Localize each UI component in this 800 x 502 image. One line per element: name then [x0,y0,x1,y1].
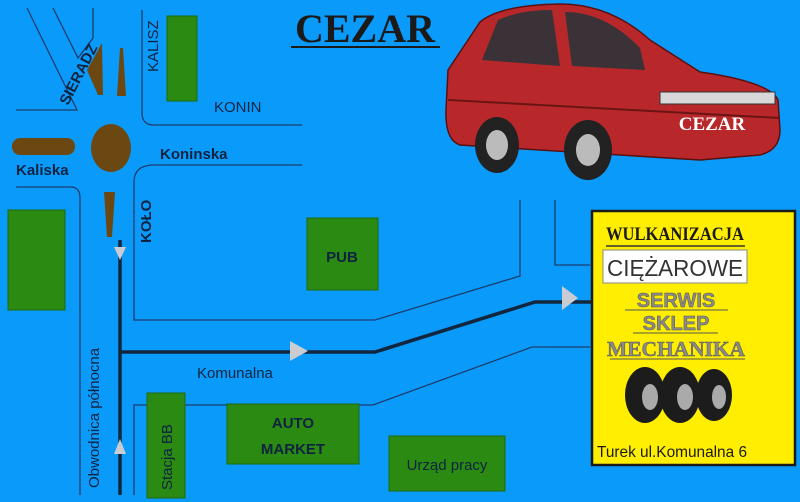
arrow-right-icon [290,341,308,361]
label-stacja: Stacja BB [159,424,176,490]
road-koninska [133,164,521,321]
roads [16,7,590,495]
car-illustration: CEZAR [445,3,781,180]
arrow-up-icon [114,439,126,454]
building-west [7,209,66,311]
sign-ciezarowe: CIĘŻAROWE [607,255,743,281]
island-north-triangle [87,43,103,95]
sign-mechanika: MECHANIKA [607,337,746,361]
sign-serwis: SERWIS [637,290,716,312]
island-south-spike [104,192,115,237]
car-plate: CEZAR [679,114,746,135]
arrow-down-icon [114,247,126,260]
road-north [52,7,94,60]
label-obwodnica: Obwodnica północna [86,347,103,488]
building-north [166,15,198,102]
label-urzad: Urząd pracy [407,457,488,474]
label-kalisz: KALISZ [145,20,162,72]
sign-sklep: SKLEP [643,313,710,335]
sign-address: Turek ul.Komunalna 6 [597,444,747,461]
tires-icon [625,367,732,423]
route [114,240,592,495]
road-komunalna-south [133,346,590,495]
arrow-right-icon [562,286,578,310]
road-service [554,200,590,266]
road-sieradz [16,7,79,111]
label-kaliska: Kaliska [16,162,69,179]
building-stacja [146,392,186,499]
building-urzad [388,435,506,492]
label-pub: PUB [326,249,358,266]
sign-wulkanizacja: WULKANIZACJA [606,224,744,245]
label-konin: KONIN [214,99,262,116]
label-koninska: Koninska [160,146,228,163]
label-kolo: KOŁO [138,199,155,243]
sign-ciezarowe-box [602,249,748,284]
label-auto: AUTO [272,415,315,432]
roundabout-island [91,124,131,172]
building-pub [306,217,379,291]
label-market: MARKET [261,441,325,458]
wulkanizacja-sign: WULKANIZACJA CIĘŻAROWE SERWIS SKLEP MECH… [590,209,797,467]
road-kaliska [16,186,81,495]
island-north-spike [117,48,126,96]
label-komunalna: Komunalna [197,365,274,382]
island-west [12,138,75,155]
roundabout [12,43,131,237]
road-kalisz [141,10,302,126]
page-title: CEZAR [295,6,436,51]
building-auto-market [226,403,360,465]
